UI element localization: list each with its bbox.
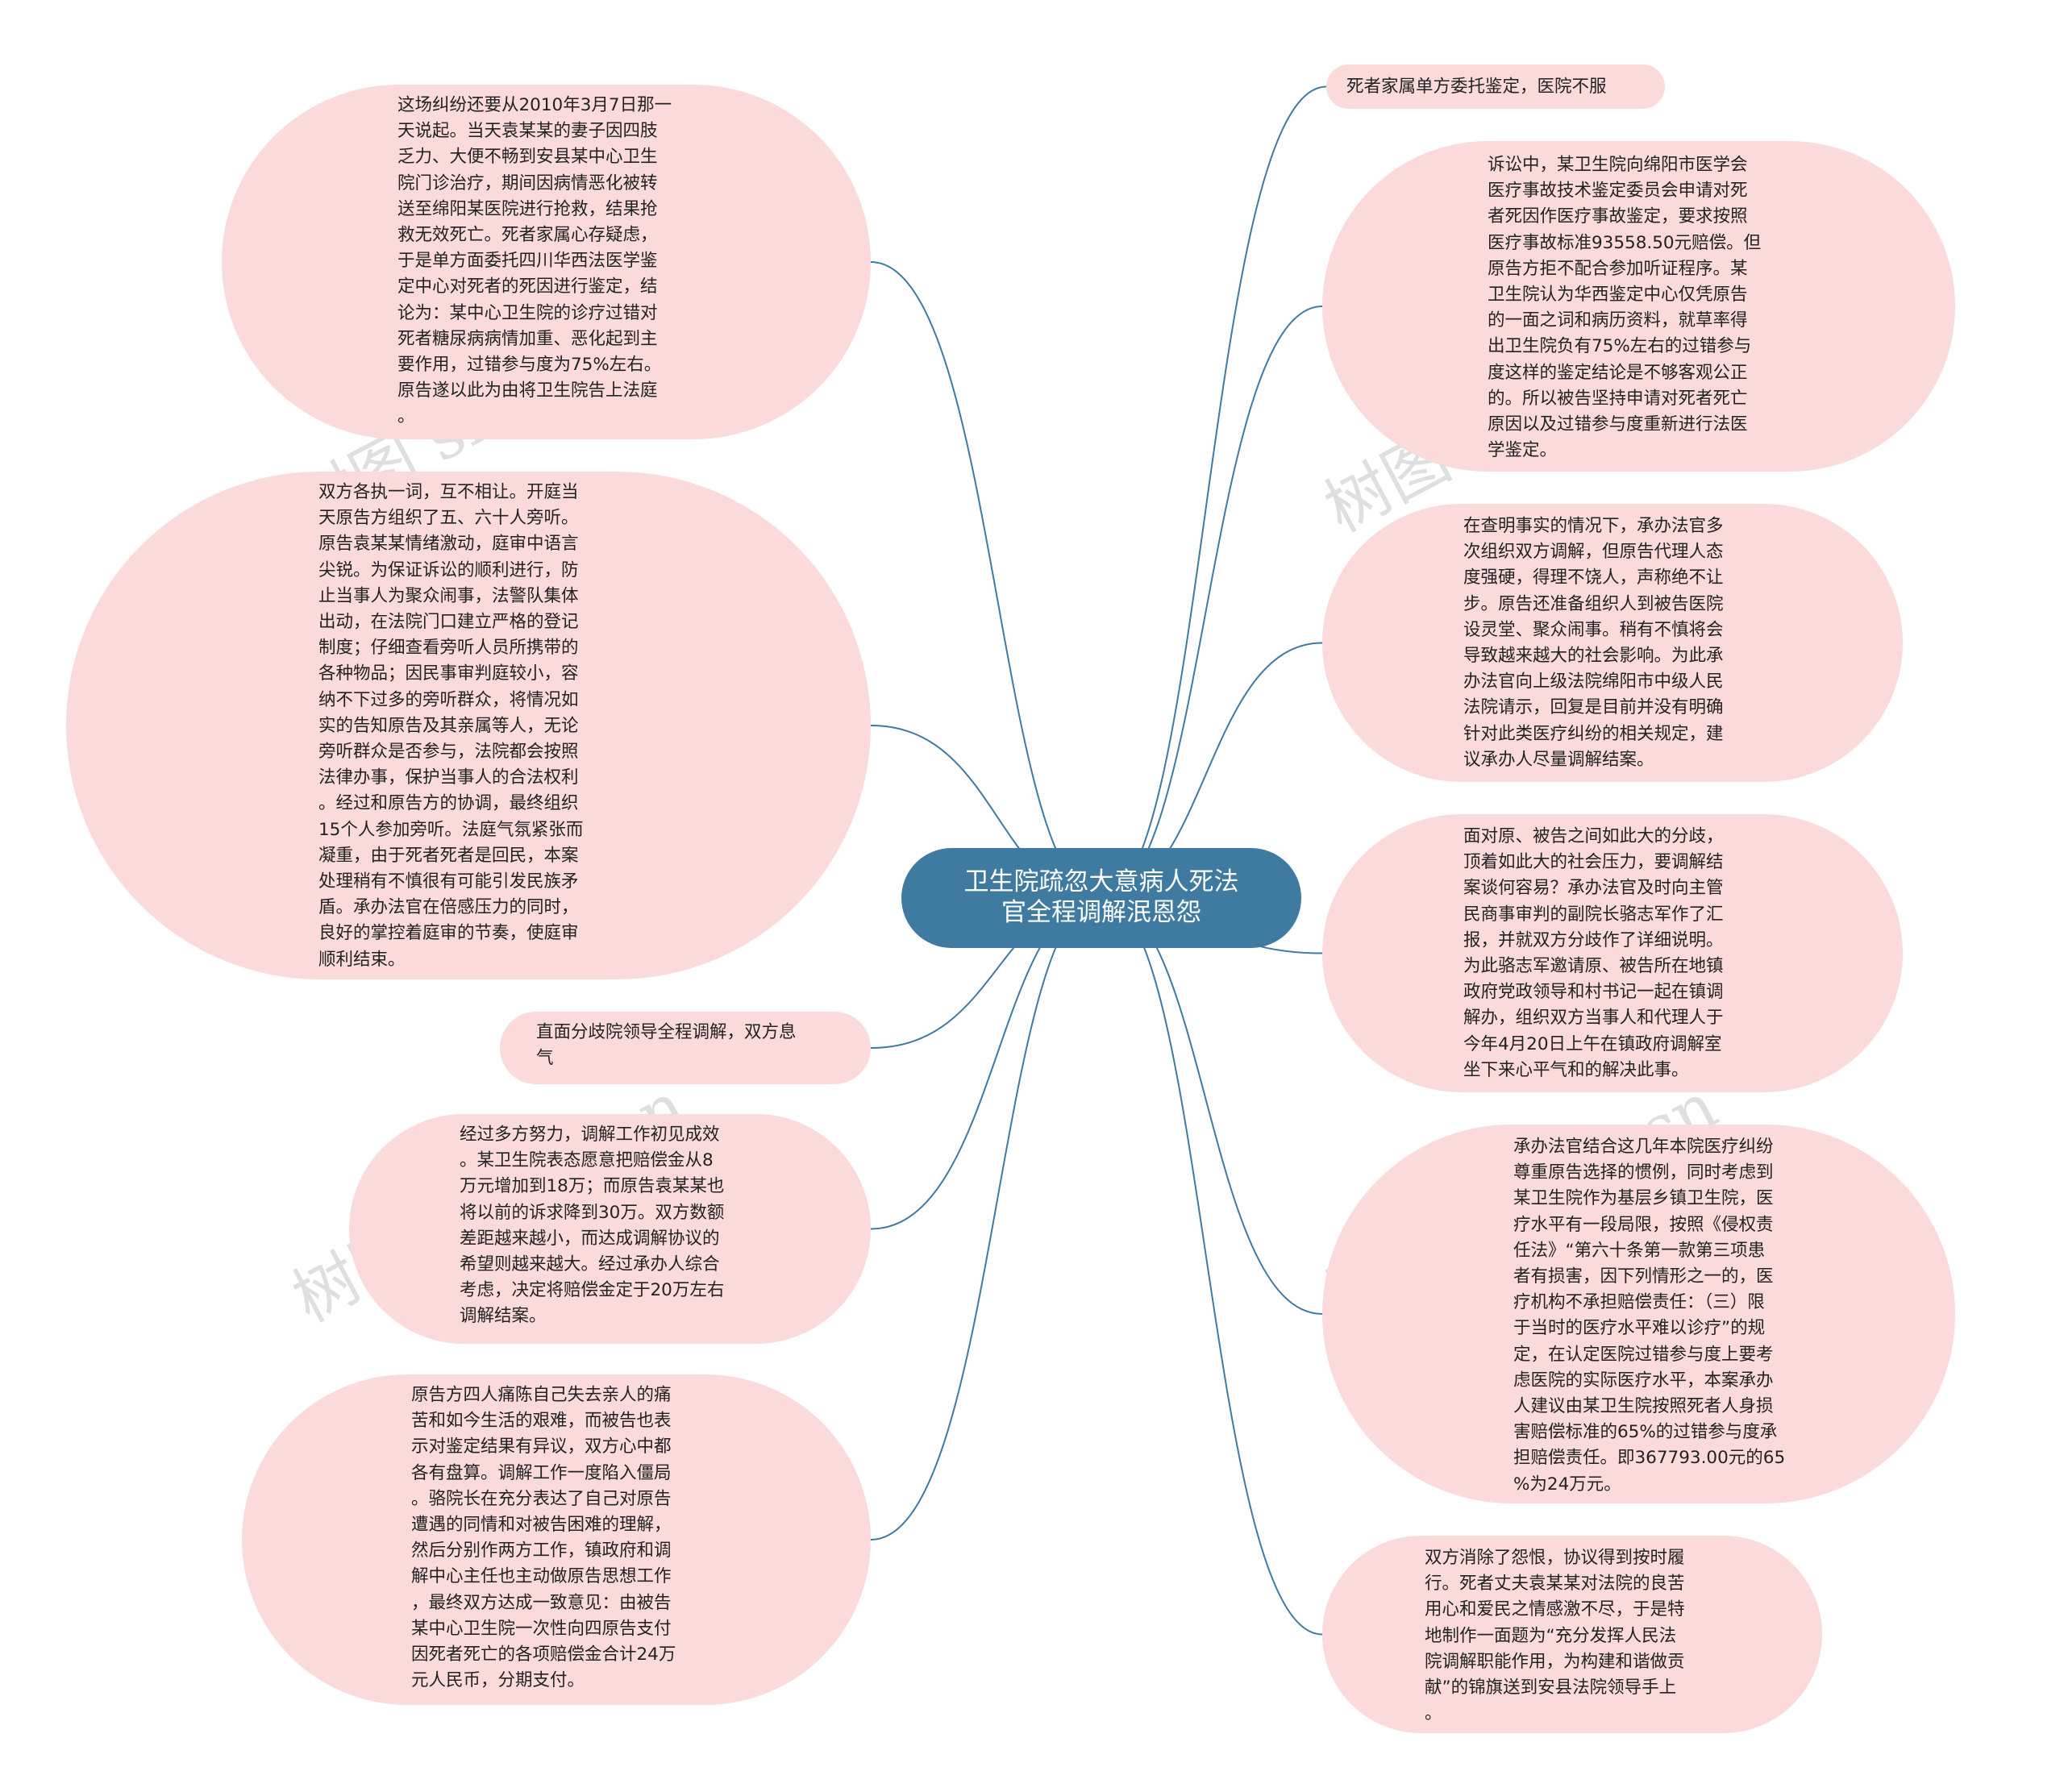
topic-left-1[interactable]: 这场纠纷还要从2010年3月7日那一 天说起。当天袁某某的妻子因四肢 乏力、大便… — [222, 85, 871, 439]
topic-left-2[interactable]: 双方各执一词，互不相让。开庭当 天原告方组织了五、六十人旁听。 原告袁某某情绪激… — [66, 472, 871, 979]
connector-topic-right-2 — [1101, 306, 1323, 899]
topic-right-5[interactable]: 承办法官结合这几年本院医疗纠纷 尊重原告选择的惯例，同时考虑到 某卫生院作为基层… — [1322, 1125, 1955, 1503]
topic-right-1[interactable]: 死者家属单方委托鉴定，医院不服 — [1326, 64, 1665, 109]
connector-topic-right-5 — [1101, 897, 1323, 1315]
topic-right-6[interactable]: 双方消除了怨恨，协议得到按时履 行。死者丈夫袁某某对法院的良苦 用心和爱民之情感… — [1322, 1536, 1822, 1733]
topic-right-2[interactable]: 诉讼中，某卫生院向绵阳市医学会 医疗事故技术鉴定委员会申请对死 者死因作医疗事故… — [1322, 141, 1955, 472]
topic-left-3[interactable]: 直面分歧院领导全程调解，双方息 气 — [500, 1012, 871, 1084]
topic-right-4[interactable]: 面对原、被告之间如此大的分歧， 顶着如此大的社会压力，要调解结 案谈何容易？承办… — [1322, 814, 1903, 1092]
connector-topic-right-6 — [1101, 897, 1323, 1636]
topic-right-3[interactable]: 在查明事实的情况下，承办法官多 次组织双方调解，但原告代理人态 度强硬，得理不饶… — [1322, 504, 1903, 782]
central-topic[interactable]: 卫生院疏忽大意病人死法 官全程调解泯恩怨 — [901, 848, 1301, 948]
topic-left-4[interactable]: 经过多方努力，调解工作初见成效 。某卫生院表态愿意把赔偿金从8 万元增加到18万… — [349, 1114, 871, 1344]
connector-topic-left-1 — [870, 261, 1102, 899]
topic-left-5[interactable]: 原告方四人痛陈自己失去亲人的痛 苦和如今生活的艰难，而被告也表 示对鉴定结果有异… — [242, 1374, 871, 1705]
connector-topic-right-1 — [1101, 85, 1327, 899]
